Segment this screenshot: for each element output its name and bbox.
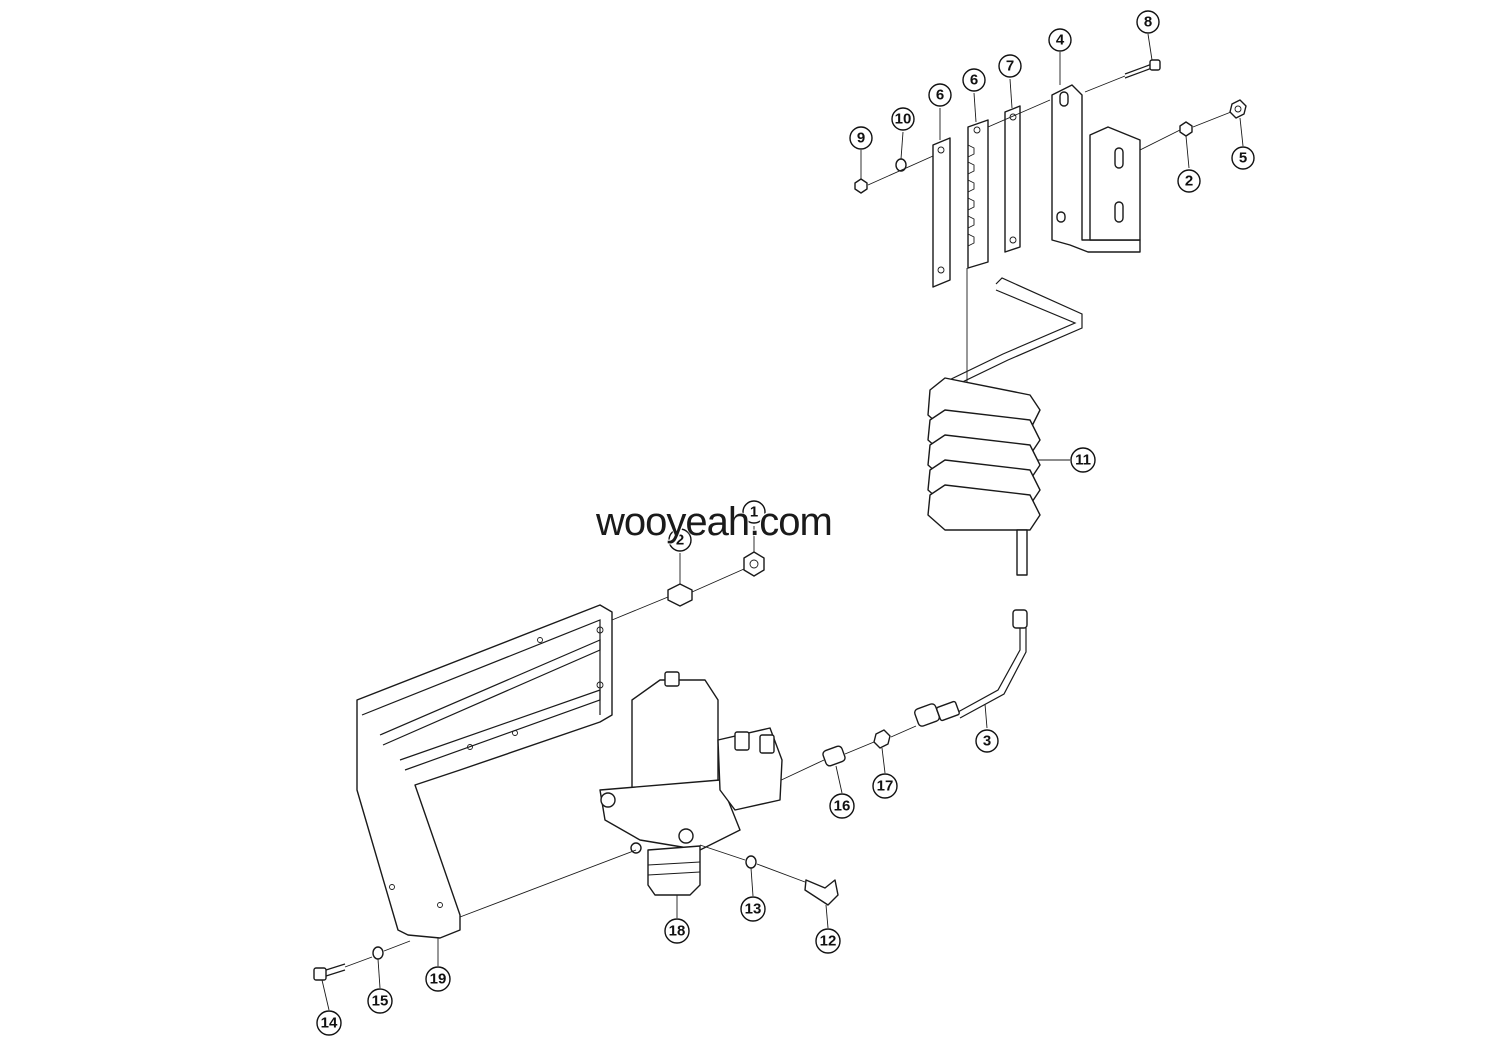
- svg-text:2: 2: [676, 532, 684, 549]
- callout-7: 7: [998, 54, 1022, 78]
- svg-text:1: 1: [750, 504, 758, 521]
- washer-15: [372, 946, 384, 960]
- toothed-clamp-plate-6b: [967, 119, 989, 269]
- callout-14: 14: [316, 1010, 342, 1036]
- svg-text:7: 7: [1006, 58, 1014, 75]
- svg-text:10: 10: [895, 111, 912, 128]
- svg-text:12: 12: [820, 933, 837, 950]
- pipe-3: [914, 628, 1027, 727]
- watermark-text: wooyeah.com: [596, 500, 833, 544]
- callout-12: 12: [815, 928, 841, 954]
- callout-9: 9: [849, 126, 873, 150]
- svg-text:18: 18: [669, 923, 686, 940]
- callout-2-upper: 2: [1177, 169, 1201, 193]
- svg-text:15: 15: [372, 993, 389, 1010]
- washer-2-upper: [1179, 121, 1193, 137]
- callout-17: 17: [872, 773, 898, 799]
- svg-text:9: 9: [857, 130, 865, 147]
- gasket-17: [873, 729, 891, 749]
- callout-2-lower: 2: [668, 528, 692, 552]
- svg-text:6: 6: [936, 87, 944, 104]
- washer-2-lower: [667, 583, 693, 607]
- svg-text:4: 4: [1056, 32, 1065, 49]
- callout-10: 10: [891, 107, 915, 131]
- svg-text:3: 3: [983, 733, 991, 750]
- fitting-16: [822, 745, 846, 767]
- svg-text:2: 2: [1185, 173, 1193, 190]
- svg-text:19: 19: [430, 971, 447, 988]
- mounting-bracket-19: [356, 604, 613, 939]
- callout-15: 15: [367, 988, 393, 1014]
- callout-5: 5: [1231, 146, 1255, 170]
- leader-lines: [321, 33, 1244, 1011]
- callout-8: 8: [1136, 10, 1160, 34]
- callout-19: 19: [425, 966, 451, 992]
- elbow-fitting-12: [804, 879, 839, 906]
- svg-text:14: 14: [321, 1015, 338, 1032]
- bolt-14: [313, 963, 346, 981]
- seal-ring-13: [745, 855, 757, 869]
- svg-text:11: 11: [1075, 452, 1091, 469]
- nut-9: [854, 178, 868, 194]
- bolt-8: [1124, 59, 1161, 79]
- callout-1: 1: [742, 500, 766, 524]
- air-dryer: [599, 671, 783, 896]
- callout-16: 16: [829, 793, 855, 819]
- nut-1-lower: [743, 551, 765, 577]
- callout-11: 11: [1070, 447, 1096, 473]
- cooling-coil-pipe: [927, 277, 1083, 629]
- svg-text:17: 17: [877, 778, 894, 795]
- svg-text:13: 13: [745, 901, 762, 918]
- callout-6-right: 6: [962, 68, 986, 92]
- svg-text:5: 5: [1239, 150, 1247, 167]
- clamp-plate-6a: [932, 137, 951, 288]
- nut-5: [1229, 99, 1247, 119]
- svg-text:8: 8: [1144, 14, 1152, 31]
- callout-3: 3: [975, 729, 999, 753]
- mounting-bracket-upper: [1051, 84, 1141, 253]
- spacer-plate-7: [1004, 105, 1021, 253]
- callout-6-left: 6: [928, 83, 952, 107]
- svg-text:16: 16: [834, 798, 851, 815]
- callout-13: 13: [740, 896, 766, 922]
- callout-18: 18: [664, 918, 690, 944]
- callout-4: 4: [1048, 28, 1072, 52]
- svg-text:6: 6: [970, 72, 978, 89]
